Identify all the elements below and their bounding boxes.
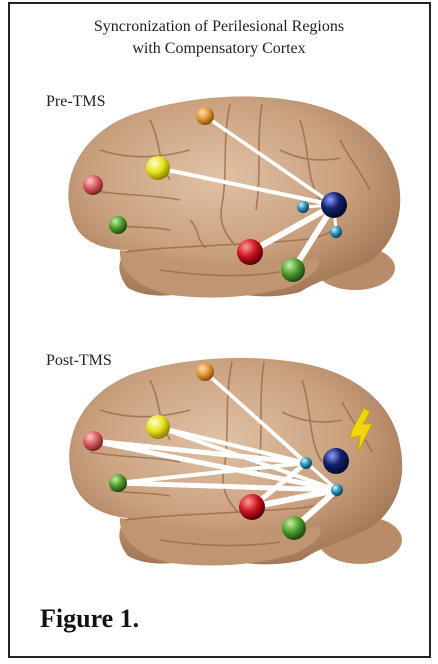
- pink-node: [83, 431, 103, 451]
- small-green-node: [109, 474, 127, 492]
- yellow-node: [146, 156, 170, 180]
- figure-label: Figure 1.: [40, 604, 139, 634]
- orange-node: [196, 363, 214, 381]
- cyan-node-1: [297, 201, 309, 213]
- pre-tms-brain: [68, 96, 400, 297]
- navy-node: [321, 192, 347, 218]
- pre-tms-label: Pre-TMS: [46, 93, 106, 111]
- navy-node: [323, 448, 349, 474]
- green-node: [281, 258, 305, 282]
- cyan-node-2: [331, 484, 343, 496]
- small-green-node: [109, 216, 127, 234]
- yellow-node: [146, 415, 170, 439]
- cyan-node-1: [300, 457, 312, 469]
- orange-node: [196, 107, 214, 125]
- post-tms-brain: [69, 358, 402, 566]
- red-node: [239, 494, 265, 520]
- cyan-node-2: [330, 226, 342, 238]
- post-tms-label: Post-TMS: [46, 352, 112, 370]
- green-node: [282, 516, 306, 540]
- pink-node: [83, 175, 103, 195]
- red-node: [237, 239, 263, 265]
